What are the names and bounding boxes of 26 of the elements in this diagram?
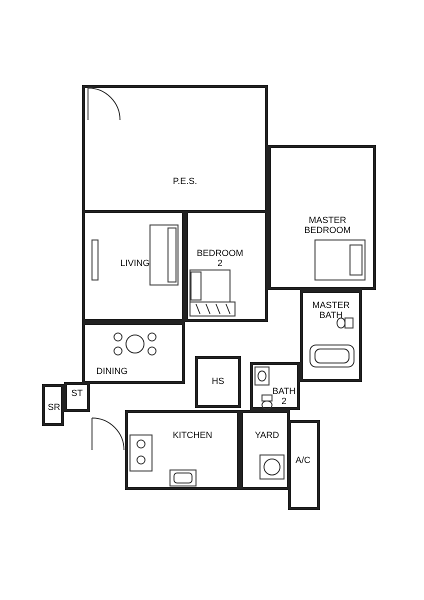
room-outline [300,290,362,382]
room-label: YARD [254,430,280,440]
room-outline [82,85,268,213]
room-outline [185,210,268,322]
room-label: DINING [95,366,129,376]
room-outline [268,145,376,290]
room-outline [240,410,290,490]
room-outline [250,362,300,410]
room-outline [82,210,185,322]
room-outline [195,356,241,408]
room-label: A/C [294,455,312,465]
room-label: MASTER BEDROOM [303,215,352,235]
room-outline [82,322,185,384]
room-label: KITCHEN [172,430,214,440]
room-label: SR [46,402,62,412]
room-label: LIVING [119,258,151,268]
room-label: ST [70,388,84,398]
room-label: P.E.S. [172,176,198,186]
room-outline [42,384,64,426]
room-label: HS [210,376,226,386]
room-label: BEDROOM 2 [196,248,244,268]
room-label: MASTER BATH [311,300,351,320]
room-label: BATH 2 [271,386,297,406]
room-outline [288,420,320,510]
room-outline [125,410,240,490]
room-outline [64,382,90,412]
